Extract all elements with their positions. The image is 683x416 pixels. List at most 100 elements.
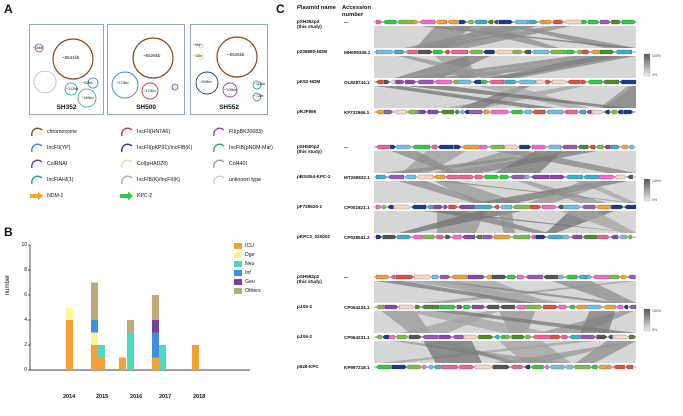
gene-arrow bbox=[433, 364, 441, 370]
gene-arrow bbox=[384, 304, 399, 310]
gene-arrow bbox=[489, 144, 505, 150]
accession-number: CP001821.1 bbox=[344, 205, 370, 210]
gene-arrow bbox=[433, 49, 444, 55]
legend-swatch bbox=[234, 279, 242, 285]
gene-arrow bbox=[530, 204, 542, 210]
circle-small-2 bbox=[252, 92, 262, 102]
gene-arrow bbox=[607, 364, 613, 370]
gene-arrow bbox=[473, 79, 482, 85]
sh552-size-label-3: ~106kb bbox=[224, 88, 237, 92]
gene-arrow bbox=[542, 204, 558, 210]
plasmid-name-label: pBSI054-KPC-2 bbox=[297, 174, 330, 179]
gene-arrow bbox=[532, 334, 550, 340]
gene-arrow bbox=[525, 274, 543, 280]
gene-arrow bbox=[493, 334, 500, 340]
gene-arrow bbox=[588, 19, 600, 25]
arc-icon bbox=[213, 143, 225, 153]
gene-arrow bbox=[596, 334, 608, 340]
gene-arrow bbox=[569, 334, 581, 340]
gene-arrow bbox=[499, 204, 512, 210]
gene-arrow bbox=[491, 274, 507, 280]
plasmid-name: pRJF866 bbox=[297, 109, 317, 114]
legend-item: IncFIB(pNDM-Mar) bbox=[212, 143, 273, 153]
bar-chart bbox=[28, 244, 250, 371]
gene-arrow bbox=[550, 334, 562, 340]
gene-arrow bbox=[459, 109, 464, 115]
plasmid-name-label: p209880-NDM bbox=[297, 49, 327, 54]
accession-number: — bbox=[344, 145, 349, 150]
gene-arrow bbox=[543, 274, 558, 280]
gene-arrow bbox=[393, 204, 411, 210]
gene-arrow bbox=[591, 109, 604, 115]
homology-block bbox=[374, 281, 636, 303]
gene-arrow bbox=[499, 334, 505, 340]
gene-arrow bbox=[382, 19, 397, 25]
circle-small-1 bbox=[34, 43, 44, 53]
y-tick-label: 4 bbox=[24, 317, 27, 323]
gene-arrow bbox=[492, 364, 511, 370]
identity-scale-bar bbox=[643, 178, 651, 202]
gene-arrow bbox=[522, 109, 532, 115]
gene-arrow bbox=[463, 334, 478, 340]
plasmid-name-label: pSH552p2(this study) bbox=[297, 274, 322, 284]
homology-block bbox=[374, 151, 636, 173]
gene-arrow bbox=[615, 174, 627, 180]
gene-arrow bbox=[443, 204, 449, 210]
gene-arrow bbox=[546, 234, 562, 240]
gene-arrow bbox=[531, 109, 546, 115]
gene-arrow bbox=[511, 334, 526, 340]
plasmid-name: pJX6-2 bbox=[297, 334, 313, 339]
gene-arrow bbox=[581, 204, 596, 210]
legend-label: ColRNAI bbox=[47, 161, 68, 167]
gene-arrow bbox=[405, 49, 418, 55]
homology-band bbox=[432, 281, 622, 303]
plasmid-name: pF728925-1 bbox=[297, 204, 323, 209]
gene-arrow bbox=[599, 174, 616, 180]
linear-plasmid-comparison: 100%0%100%0%100%0% bbox=[374, 19, 661, 370]
gene-arrow bbox=[513, 49, 524, 55]
legend-item: NDM-1 bbox=[30, 191, 63, 201]
sh552-size-label-6: ~11kb bbox=[193, 54, 203, 58]
gene-arrow bbox=[411, 204, 427, 210]
gene-arrow bbox=[458, 79, 473, 85]
legend-label: IncFII(YP) bbox=[47, 145, 71, 151]
gene-arrow bbox=[595, 144, 604, 150]
gene-arrow bbox=[524, 364, 531, 370]
scale-label-low: 0% bbox=[652, 73, 657, 77]
scale-label-high: 100% bbox=[652, 179, 661, 183]
gene-arrow bbox=[611, 144, 621, 150]
accession-number: CP064231.1 bbox=[344, 335, 370, 340]
gene-arrow bbox=[411, 144, 430, 150]
year-label: 2014 bbox=[63, 394, 76, 400]
gene-arrow bbox=[619, 79, 637, 85]
legend-label: Others bbox=[245, 288, 261, 294]
homology-block bbox=[374, 56, 636, 78]
gene-arrow bbox=[415, 304, 422, 310]
legend-label: Col440I bbox=[229, 161, 247, 167]
gene-arrow bbox=[414, 274, 432, 280]
legend-item: IncFII(pKP91)/IncFIB(K) bbox=[120, 143, 192, 153]
sh552-size-label-1: ~5526kb bbox=[227, 52, 245, 57]
homology-block bbox=[374, 86, 636, 108]
bar-segment bbox=[91, 320, 98, 333]
bar-segment bbox=[91, 332, 98, 345]
gene-arrow bbox=[485, 304, 500, 310]
gene-arrow bbox=[592, 274, 610, 280]
gene-arrow bbox=[382, 204, 387, 210]
gene-arrow bbox=[515, 304, 526, 310]
gene-arrow bbox=[463, 304, 472, 310]
gene-arrow bbox=[416, 79, 434, 85]
sh552-size-label-7: ~5kb bbox=[193, 43, 201, 47]
accession-number: KF732966.1 bbox=[344, 110, 370, 115]
homology-band bbox=[418, 26, 572, 48]
gene-arrow bbox=[628, 304, 637, 310]
gene-arrow bbox=[561, 144, 577, 150]
gene-arrow bbox=[397, 234, 412, 240]
gene-arrow bbox=[564, 19, 582, 25]
gene-arrow bbox=[578, 109, 586, 115]
gene-arrow bbox=[445, 174, 459, 180]
gene-arrow bbox=[387, 174, 404, 180]
year-label: 2016 bbox=[130, 394, 143, 400]
y-tick-label: 0 bbox=[24, 367, 27, 373]
gene-arrow bbox=[430, 144, 438, 150]
